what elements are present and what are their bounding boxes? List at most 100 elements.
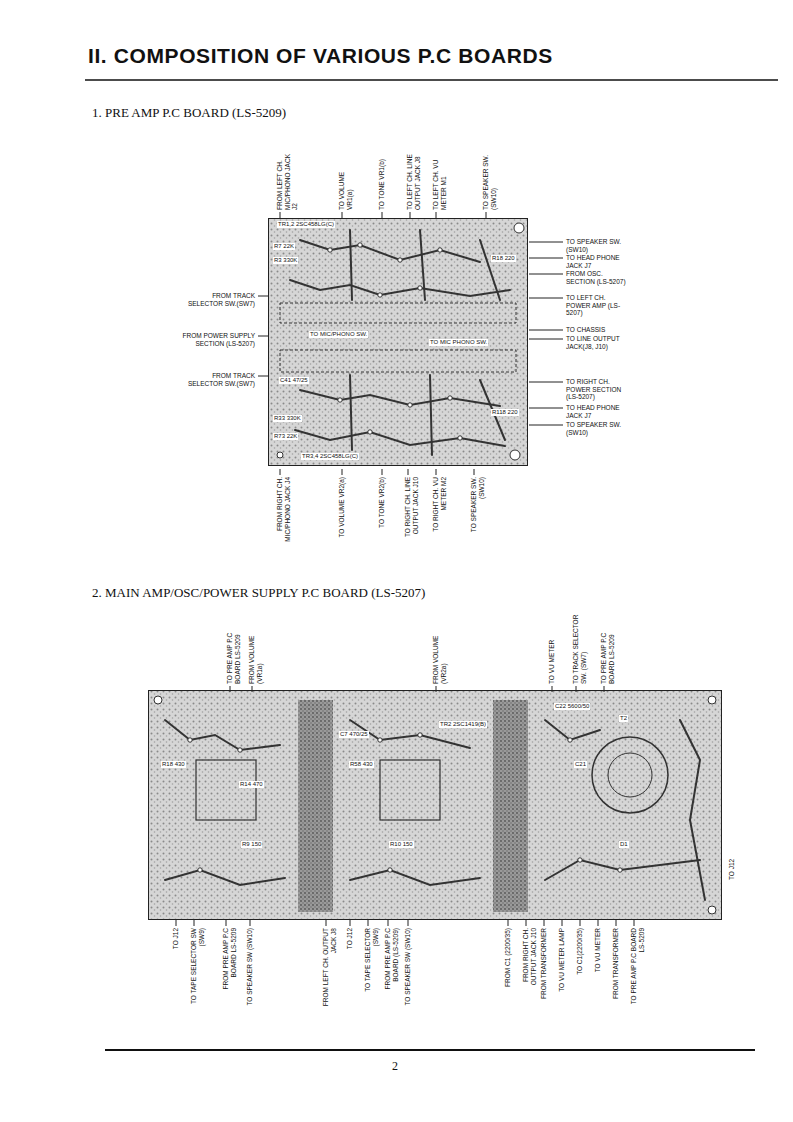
wire-lead [552, 686, 553, 692]
connection-label: TO PRE AMP P.C BOARD LS-5209 [226, 614, 241, 684]
connection-label: TO PRE AMP P.C BOARD LS-5209 [600, 614, 615, 684]
wire-lead [598, 920, 599, 926]
component-label: R7 22K [273, 243, 295, 250]
wire-lead [388, 920, 389, 926]
wire-lead [408, 469, 409, 475]
wire-lead [526, 920, 527, 926]
component-label: TO MIC/PHONO SW. [309, 331, 368, 338]
component-label: D1 [619, 841, 629, 848]
wire-lead [226, 920, 227, 926]
connection-label: FROM RIGHT CH. OUTPUT JACK J10 [522, 928, 537, 1008]
connection-label: TO VU METER [594, 928, 602, 1008]
connection-label: TO RIGHT CH. POWER SECTION (LS-5207) [566, 378, 632, 401]
wire-lead [529, 298, 563, 299]
connection-label: FROM RIGHT CH. MIC/PHONO JACK J4 [276, 477, 291, 552]
wire-group [176, 212, 634, 926]
connection-label: TO CHASSIS [566, 326, 636, 334]
wire-lead [382, 469, 383, 475]
connection-label: FROM TRACK SELECTOR SW.(SW7) [180, 292, 255, 307]
component-label: R14 470 [239, 781, 264, 788]
wire-lead [529, 242, 563, 243]
wire-lead [326, 920, 327, 926]
connection-label: TO LINE OUTPUT JACK(J8, J10) [566, 335, 636, 350]
connection-label: FROM PRE AMP P.C BOARD LS-5209 [222, 928, 237, 1008]
wire-lead [529, 274, 563, 275]
wire-lead [436, 469, 437, 475]
component-label: R3 330K [273, 257, 298, 264]
component-label: C41 47/25 [279, 377, 309, 384]
wire-lead [508, 920, 509, 926]
wire-lead [529, 425, 563, 426]
connection-label: TO HEAD PHONE JACK J7 [566, 404, 628, 419]
connection-label: TO SPEAKER SW. (SW10) [470, 477, 485, 552]
connection-label: TO LEFT CH. VU METER M1 [432, 150, 447, 210]
wire-lead [529, 339, 563, 340]
component-label: T2 [619, 715, 628, 722]
wire-lead [258, 296, 268, 297]
wire-lead [576, 686, 577, 692]
connection-label: TO SPEAKER SW. (SW10) [566, 238, 628, 253]
connection-label: TO LEFT CH. POWER AMP (LS-5207) [566, 294, 628, 317]
component-label: TR1,2 2SC458LG(C) [277, 221, 335, 228]
main-board-art [148, 690, 722, 920]
connection-label: TO RIGHT CH. LINE OUTPUT JACK J10 [404, 477, 419, 552]
connection-label: TO J12 [172, 928, 180, 1008]
wire-lead [194, 920, 195, 926]
wire-lead [252, 686, 253, 692]
connection-label: FROM VOLUME (VR1a) [248, 614, 263, 684]
connection-label: TO SPEAKER SW. (SW10) [482, 150, 497, 210]
wire-lead [258, 376, 268, 377]
connection-label: FROM LEFT CH. OUTPUT JACK J8 [322, 928, 337, 1008]
wire-lead [350, 920, 351, 926]
connection-label: TO SPEAKER SW (SW10) [404, 928, 412, 1008]
connection-label: TO J12 [728, 840, 736, 880]
preamp-board-art [268, 218, 528, 466]
wire-lead [230, 686, 231, 692]
wire-lead [436, 686, 437, 692]
component-label: R10 150 [389, 841, 414, 848]
component-label: TO MIC PHONO SW. [429, 339, 488, 346]
page-number: 2 [392, 1060, 412, 1073]
wire-lead [250, 920, 251, 926]
wire-lead [258, 336, 268, 337]
wire-lead [634, 920, 635, 926]
connection-label: TO VU METER [548, 614, 556, 684]
component-label: C7 470/25 [339, 731, 369, 738]
connection-label: TO TRACK SELECTOR SW. (SW7) [572, 614, 587, 684]
component-label: R18 220 [491, 255, 516, 262]
connection-label: FROM POWER SUPPLY SECTION (LS-5207) [180, 332, 255, 347]
wire-lead [604, 686, 605, 692]
connection-label: TO HEAD PHONE JACK J7 [566, 254, 628, 269]
connection-label: TO TAPE SELECTOR (SW9) [364, 928, 379, 1008]
wire-lead [529, 330, 563, 331]
connection-label: FROM C1 (2200/35) [504, 928, 512, 1008]
component-label: R73 22K [273, 433, 298, 440]
component-label: R58 430 [349, 761, 374, 768]
component-label: R18 430 [161, 761, 186, 768]
connection-label: TO TONE VR1(b) [378, 150, 386, 210]
wire-lead [529, 258, 563, 259]
connection-label: TO C1(2200/35) [576, 928, 584, 1008]
footer-rule [105, 1049, 755, 1051]
connection-label: FROM OSC. SECTION (LS-5207) [566, 270, 628, 285]
connection-label: TO VOLUME VR1(a) [338, 150, 353, 210]
connection-label: FROM PRE AMP P.C BOARD (LS-5209) [384, 928, 399, 1008]
wire-lead [342, 469, 343, 475]
connection-label: FROM TRANSFORMER [540, 928, 548, 1008]
connection-label: FROM LEFT CH. MIC/PHONO JACK J2 [276, 150, 299, 210]
connection-label: TO SPEAKER SW. (SW10) [566, 421, 628, 436]
wire-lead [544, 920, 545, 926]
wire-lead [176, 920, 177, 926]
pcb-board: TO MIC/PHONO SW. TO MIC PHONO SW. TR1,2 2S… [268, 218, 528, 466]
component-label: C21 [574, 761, 587, 768]
wire-lead [616, 920, 617, 926]
wire-lead [529, 382, 563, 383]
wire-lead [408, 920, 409, 926]
connection-label: TO TONE VR2(b) [378, 477, 386, 552]
connection-label: FROM TRANSFORMER [612, 928, 620, 1008]
component-label: TR3,4 2SC458LG(C) [301, 453, 359, 460]
connection-label: FROM VOLUME (VR2a) [432, 614, 447, 684]
component-label: TR2 2SC1419(B) [439, 721, 487, 728]
component-label: R118 220 [491, 409, 519, 416]
connection-label: TO RIGHT CH. VU METER M2 [432, 477, 447, 552]
